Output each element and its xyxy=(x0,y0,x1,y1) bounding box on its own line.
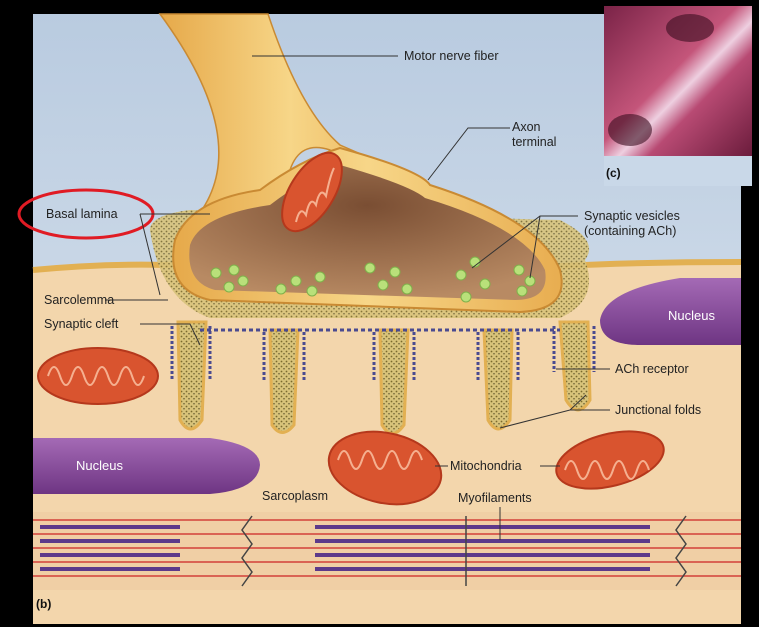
label-sarcoplasm: Sarcoplasm xyxy=(262,489,328,503)
micrograph-panel-c xyxy=(604,6,752,186)
label-ach-receptor: ACh receptor xyxy=(615,362,689,376)
label-basal-lamina: Basal lamina xyxy=(46,207,118,221)
label-synaptic-cleft: Synaptic cleft xyxy=(44,317,119,331)
ach-receptors xyxy=(170,326,596,380)
motor-nerve-fiber xyxy=(158,13,422,226)
label-axon-terminal-line1: Axon xyxy=(512,120,541,134)
junctional-folds xyxy=(176,320,592,435)
label-synaptic-vesicles-line1: Synaptic vesicles xyxy=(584,209,680,223)
label-mitochondria: Mitochondria xyxy=(450,459,522,473)
myofilaments xyxy=(33,512,741,590)
nucleus-right xyxy=(600,278,741,345)
label-junctional-folds: Junctional folds xyxy=(615,403,701,417)
synaptic-vesicles xyxy=(210,256,536,303)
label-synaptic-vesicles-line2: (containing ACh) xyxy=(584,224,676,238)
label-nucleus-left: Nucleus xyxy=(76,458,123,473)
label-nucleus-right: Nucleus xyxy=(668,308,715,323)
label-sarcolemma: Sarcolemma xyxy=(44,293,114,307)
nucleus-left xyxy=(33,438,260,494)
label-motor-nerve-fiber: Motor nerve fiber xyxy=(404,49,498,63)
label-panel-c: (c) xyxy=(606,166,621,180)
mitochondria-group xyxy=(37,347,665,506)
label-axon-terminal-line2: terminal xyxy=(512,135,556,149)
label-panel-b: (b) xyxy=(36,597,51,611)
terminal-mitochondrion xyxy=(281,151,343,233)
label-myofilaments: Myofilaments xyxy=(458,491,532,505)
axon-terminal-cytoplasm xyxy=(189,165,546,300)
leader-lines xyxy=(105,55,610,540)
